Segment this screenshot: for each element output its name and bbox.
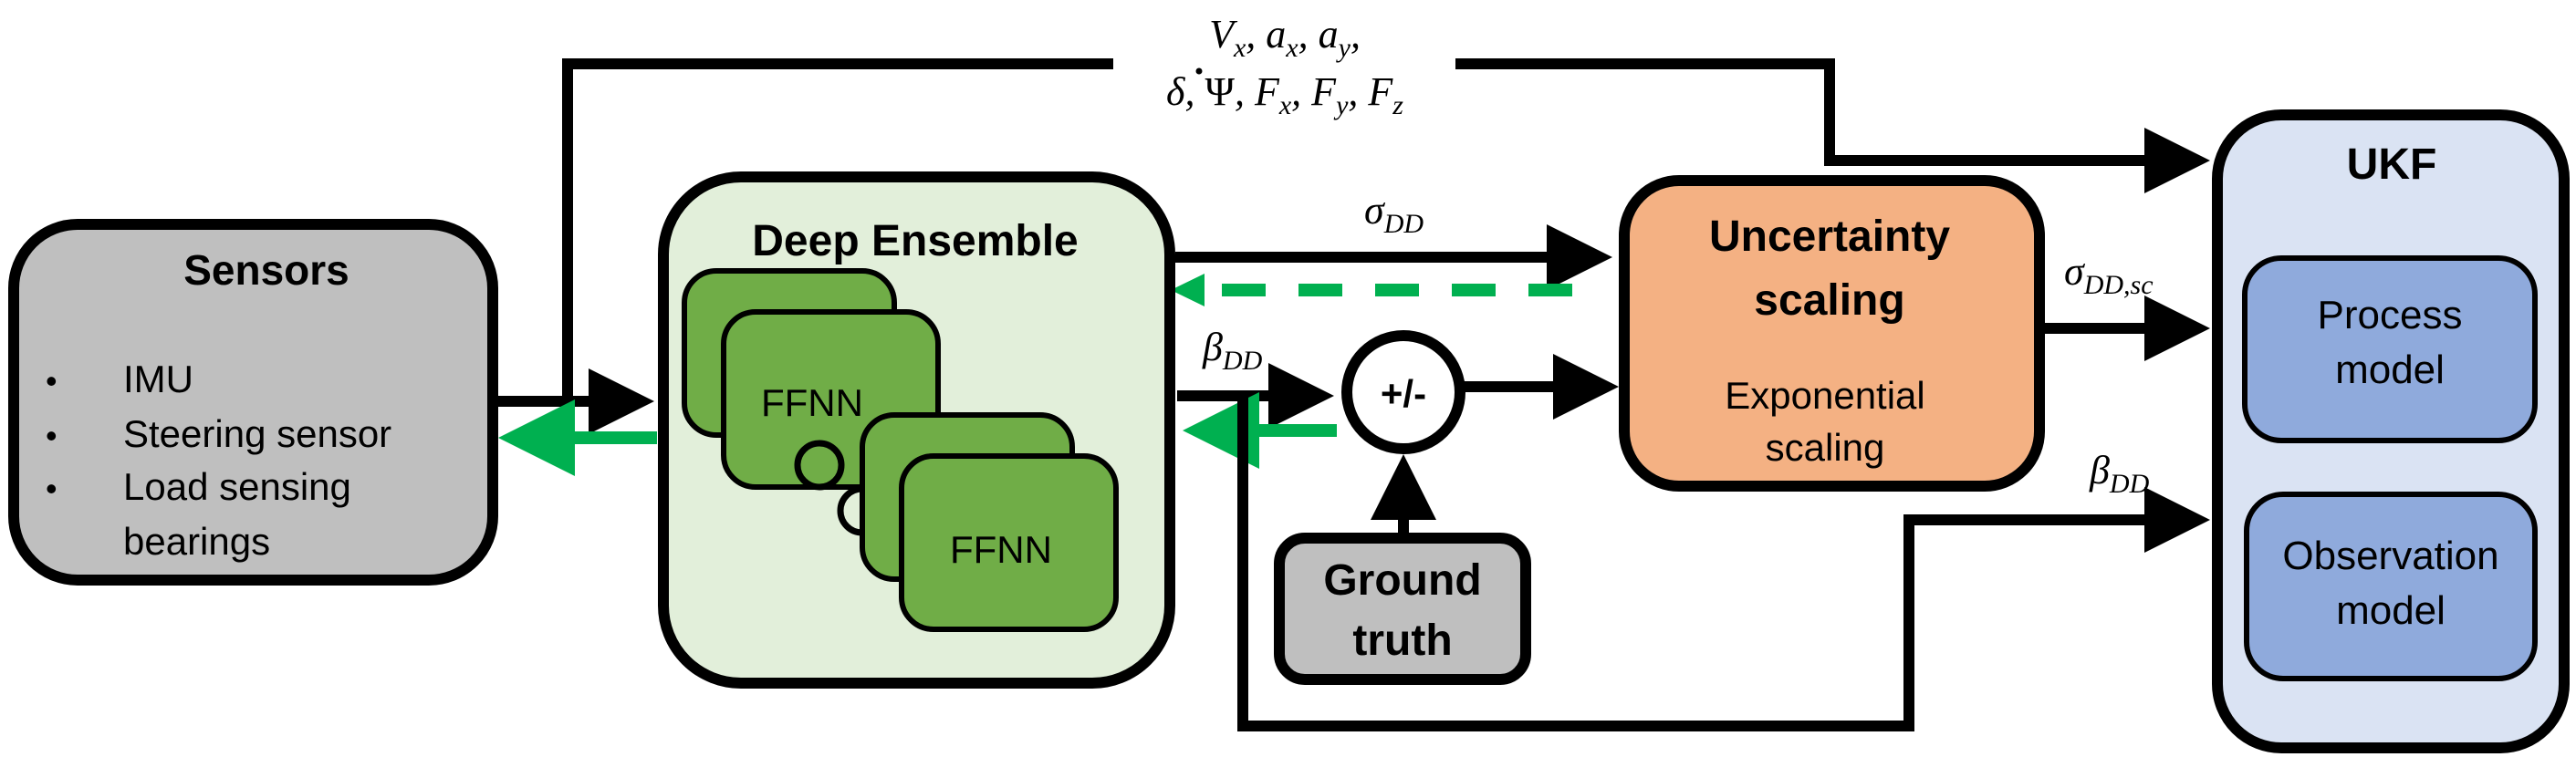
ground-truth-line-2: truth [1352, 617, 1452, 665]
uncertainty-scaling-subtitle-1: Exponential [1725, 374, 1925, 417]
deep-ensemble-block: Deep Ensemble FFNN FFNN [658, 171, 1175, 689]
sensors-item-steering: Steering sensor [123, 412, 391, 455]
bypass-signals-line-1: Vx, ax, ay, [1209, 12, 1361, 63]
uncertainty-scaling-title-2: scaling [1754, 276, 1904, 325]
ground-truth-line-1: Ground [1323, 556, 1481, 605]
process-model-line-2: model [2335, 347, 2445, 392]
bypass-signals-line-left [562, 58, 1113, 401]
psi-dot-accent [1195, 67, 1203, 75]
sensors-bullet-1: • [46, 362, 57, 399]
ffnn-label-1: FFNN [761, 381, 863, 424]
sensors-item-imu: IMU [123, 358, 193, 400]
ukf-title: UKF [2347, 140, 2437, 189]
beta-dd-label: βDD [1202, 325, 1263, 376]
sensors-bullet-2: • [46, 417, 57, 454]
dashed-feedback-arrowhead [1171, 274, 1205, 306]
uncertainty-scaling-subtitle-2: scaling [1766, 426, 1885, 469]
bypass-signals-line-right [1455, 58, 2210, 193]
sensors-bullet-3: • [46, 470, 57, 507]
comparator-label: +/- [1381, 372, 1426, 415]
process-model-line-1: Process [2318, 293, 2463, 337]
uncertainty-scaling-title-1: Uncertainty [1709, 213, 1950, 261]
uncertainty-scaling-block: Uncertainty scaling Exponential scaling [1619, 175, 2045, 492]
sensors-item-bearings: bearings [123, 520, 270, 563]
sigma-dd-sc-label: σDD,sc [2064, 249, 2154, 300]
beta-dd-to-ukf-line [1237, 396, 2210, 731]
bypass-signals-label: Vx, ax, ay, δ, Ψ, Fx, Fy, Fz [1166, 12, 1403, 120]
ensemble-ellipsis-circle-1 [794, 440, 845, 491]
observation-model-line-2: model [2336, 588, 2446, 633]
process-model-block [2242, 255, 2538, 443]
comparator-node: +/- [1341, 330, 1465, 454]
deep-ensemble-title: Deep Ensemble [752, 217, 1078, 265]
ground-truth-block: Ground truth [1274, 533, 1531, 685]
ukf-block: UKF Process model Observation model [2212, 109, 2570, 753]
sensors-block: Sensors • IMU • Steering sensor • Load s… [8, 219, 498, 586]
sensors-title: Sensors [183, 246, 349, 294]
ffnn-member-front-2 [899, 453, 1119, 632]
beta-dd-ukf-label: βDD [2089, 448, 2150, 499]
observation-model-line-1: Observation [2282, 534, 2498, 578]
bypass-signals-line-2: δ, Ψ, Fx, Fy, Fz [1166, 69, 1403, 120]
sensors-item-load-sensing: Load sensing [123, 465, 351, 508]
observation-model-block [2244, 492, 2538, 681]
sigma-dd-label: σDD [1364, 188, 1424, 239]
ffnn-label-2: FFNN [950, 528, 1052, 571]
